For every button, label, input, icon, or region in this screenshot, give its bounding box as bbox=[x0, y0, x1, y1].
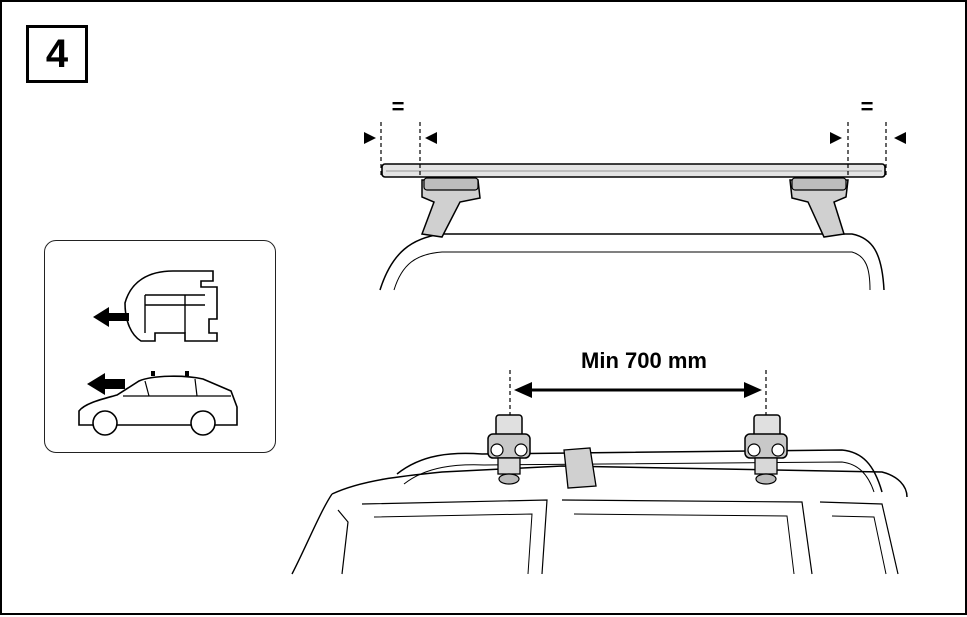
orientation-inset bbox=[44, 240, 276, 453]
arrow-left-icon bbox=[87, 373, 125, 395]
right-foot bbox=[789, 177, 849, 238]
equal-sign-right: = bbox=[861, 94, 874, 119]
arrowhead-icon bbox=[744, 382, 762, 398]
roof-inner-line bbox=[393, 251, 871, 291]
roof-rail bbox=[396, 449, 883, 493]
orientation-inset-drawing bbox=[78, 270, 238, 436]
door-window-1 bbox=[361, 499, 548, 575]
step-number-box: 4 bbox=[26, 25, 88, 83]
door-window-2 bbox=[561, 499, 813, 575]
car-roof-outline bbox=[331, 465, 908, 498]
equal-sign-left: = bbox=[392, 94, 405, 119]
arrow-left-icon bbox=[93, 307, 129, 327]
arrowhead-icon bbox=[364, 132, 376, 144]
left-rail-foot bbox=[487, 414, 531, 485]
right-rail-foot bbox=[744, 414, 788, 485]
step-number: 4 bbox=[45, 32, 69, 76]
bar-profile-icon bbox=[124, 270, 218, 342]
arrowhead-icon bbox=[514, 382, 532, 398]
arrowhead-icon bbox=[830, 132, 842, 144]
distance-label: Min 700 mm bbox=[581, 348, 707, 373]
arrowhead-icon bbox=[894, 132, 906, 144]
left-foot bbox=[420, 177, 481, 238]
car-side-icon bbox=[78, 371, 238, 436]
arrowhead-icon bbox=[425, 132, 437, 144]
rail-connector bbox=[563, 447, 597, 489]
